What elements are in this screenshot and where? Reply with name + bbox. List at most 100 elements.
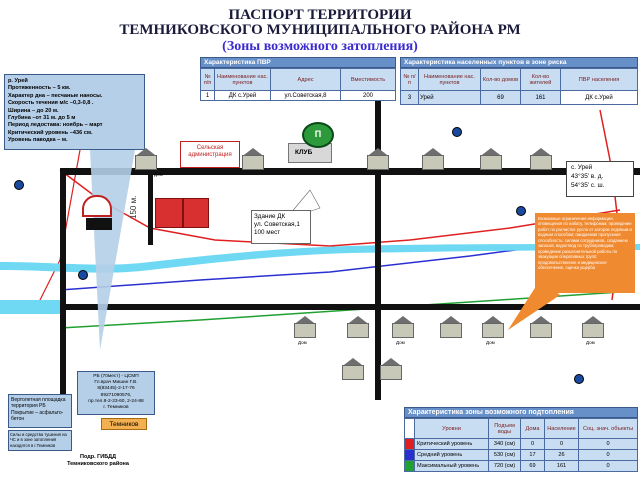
dk-info-line: ул. Советская,1 [254, 221, 300, 229]
hospital-line: РБ (70мест) - ЦСМП [93, 374, 139, 379]
pvr-badge: П [302, 122, 334, 148]
club-label: КЛУБ [295, 149, 313, 156]
zone-header-cell: Население [544, 418, 579, 439]
forces-info-box: Силы и средства тушения на ЧС и в зоне з… [8, 430, 72, 451]
settlements-cell: 3 [400, 90, 419, 105]
pvr-header-cell: Наименование нас. пунктов [214, 68, 271, 91]
settlements-header-cell: ПВР населения [560, 68, 638, 91]
administration-box: Сельская администрация [180, 141, 240, 168]
house-icon [390, 316, 416, 338]
hydrant-icon [78, 270, 88, 280]
zone-cell: 0 [544, 438, 579, 450]
village-name: с. Урей [571, 164, 593, 171]
house-icon [420, 148, 446, 170]
dk-info-line: 100 мест [254, 229, 281, 237]
zone-header-cell: Уровни [414, 418, 489, 439]
settlements-table: Характеристика населенных пунктов в зоне… [400, 57, 638, 105]
title-line1: ПАСПОРТ ТЕРРИТОРИИ [228, 7, 412, 23]
pvr-cell: ул.Советская,8 [270, 90, 341, 101]
settlements-header-cell: Кол-во жителей [520, 68, 561, 91]
house-icon [580, 316, 606, 338]
title-line3: (Зоны возможного затопления) [222, 39, 418, 54]
police-line: Темниковского района [67, 460, 129, 467]
settlements-cell: 161 [520, 90, 561, 105]
zone-cell: Максимальный уровень [414, 460, 489, 472]
pvr-header-cell: Адрес [270, 68, 341, 91]
house-icon [480, 316, 506, 338]
helipad-line: территория РБ [11, 403, 46, 410]
house-icon [378, 358, 404, 380]
hydrant-icon [14, 180, 24, 190]
title-line2: ТЕМНИКОВСКОГО МУНИЦИПАЛЬНОГО РАЙОНА РМ [119, 22, 521, 38]
pvr-cell: ДК с.Урей [214, 90, 271, 101]
zone-table: Характеристика зоны возможного подтоплен… [404, 407, 638, 472]
school-building [183, 198, 209, 228]
direction-sign: Темников [101, 418, 147, 430]
hospital-line: г. Темников [103, 405, 129, 411]
zone-header-cell: Соц. знач. объекты [578, 418, 638, 439]
house-icon [133, 148, 159, 170]
zone-cell: Средний уровень [414, 449, 489, 461]
latitude: 43°35' в. д. [571, 172, 604, 180]
settlements-table-title: Характеристика населенных пунктов в зоне… [400, 57, 638, 68]
zone-cell: 69 [520, 460, 545, 472]
settlements-header-cell: Наименование нас. пунктов [418, 68, 481, 91]
zone-header-cell: Дома [520, 418, 545, 439]
pvr-header-cell: № п/п [200, 68, 215, 91]
pvr-header-cell: Вместимость [340, 68, 396, 91]
helipad-line: бетон [11, 415, 25, 422]
zone-cell: Критический уровень [414, 438, 489, 450]
settlements-cell: ДК с.Урей [560, 90, 638, 105]
zone-cell: 0 [578, 449, 638, 461]
house-icon [240, 148, 266, 170]
river-info-line: Уровень паводка – м. [8, 137, 68, 143]
longitude: 54°35' с. ш. [571, 181, 605, 189]
zone-cell: 340 (см) [488, 438, 521, 450]
hydrant-icon [574, 374, 584, 384]
house-label: Дом [298, 340, 307, 345]
zone-cell: 0 [578, 438, 638, 450]
house-label: Дом [486, 340, 495, 345]
zone-color-swatch [404, 438, 415, 450]
arch-building [82, 195, 112, 217]
dk-info-line: Здание ДК [254, 213, 286, 220]
administration-label: Сельская [196, 145, 224, 151]
distance-label: 150 м. [129, 195, 138, 219]
settlements-cell: 69 [480, 90, 521, 105]
house-label: Дом [586, 340, 595, 345]
police-line: Подр. ГИБДД [79, 454, 116, 460]
house-icon [528, 148, 554, 170]
hydrant-icon [516, 206, 526, 216]
house-icon [345, 316, 371, 338]
zone-color-header [404, 418, 415, 439]
zone-cell: 720 (см) [488, 460, 521, 472]
river-info-line: Ширина – до 20 м. [8, 107, 59, 114]
settlements-cell: Урей [418, 90, 481, 105]
zone-header-cell: Подъем воды [488, 418, 521, 439]
zone-cell: 17 [520, 449, 545, 461]
pvr-table-title: Характеристика ПВР [200, 57, 396, 68]
river-info-line: Характер дна – песчаные наносы. [8, 92, 103, 99]
hospital-line: пр.тел.8-2-23-60, 2-24-88 [88, 398, 144, 404]
settlements-header-cell: № п/п [400, 68, 419, 91]
zone-table-title: Характеристика зоны возможного подтоплен… [404, 407, 638, 418]
house-icon [340, 358, 366, 380]
house-label: Дом [396, 340, 405, 345]
river-info-line: Критический уровень –436 см. [8, 129, 93, 136]
river-info-line: р. Урей [8, 78, 28, 84]
helipad-info-box: Вертолетная площадка территория РБ Покры… [8, 394, 72, 428]
house-icon [528, 316, 554, 338]
pvr-cell: 200 [340, 90, 396, 101]
house-icon [478, 148, 504, 170]
river-info-line: Протяженность – 5 км. [8, 85, 71, 92]
zone-cell: 26 [544, 449, 579, 461]
zone-cell: 0 [578, 460, 638, 472]
river-info-line: Глубина –от 31 м. до 5 м [8, 114, 76, 121]
pvr-table: Характеристика ПВР № п/п Наименование на… [200, 57, 396, 101]
police-label: Подр. ГИБДД Темниковского района [58, 454, 138, 468]
hospital-line: 8(83445)-2-17-76 [97, 386, 135, 392]
river-info-box: р. Урей Протяженность – 5 км. Характер д… [4, 74, 145, 150]
house-label: Дом [154, 172, 163, 177]
zone-color-swatch [404, 449, 415, 461]
measures-box: Возможные ограничения информации, оповещ… [535, 213, 635, 293]
